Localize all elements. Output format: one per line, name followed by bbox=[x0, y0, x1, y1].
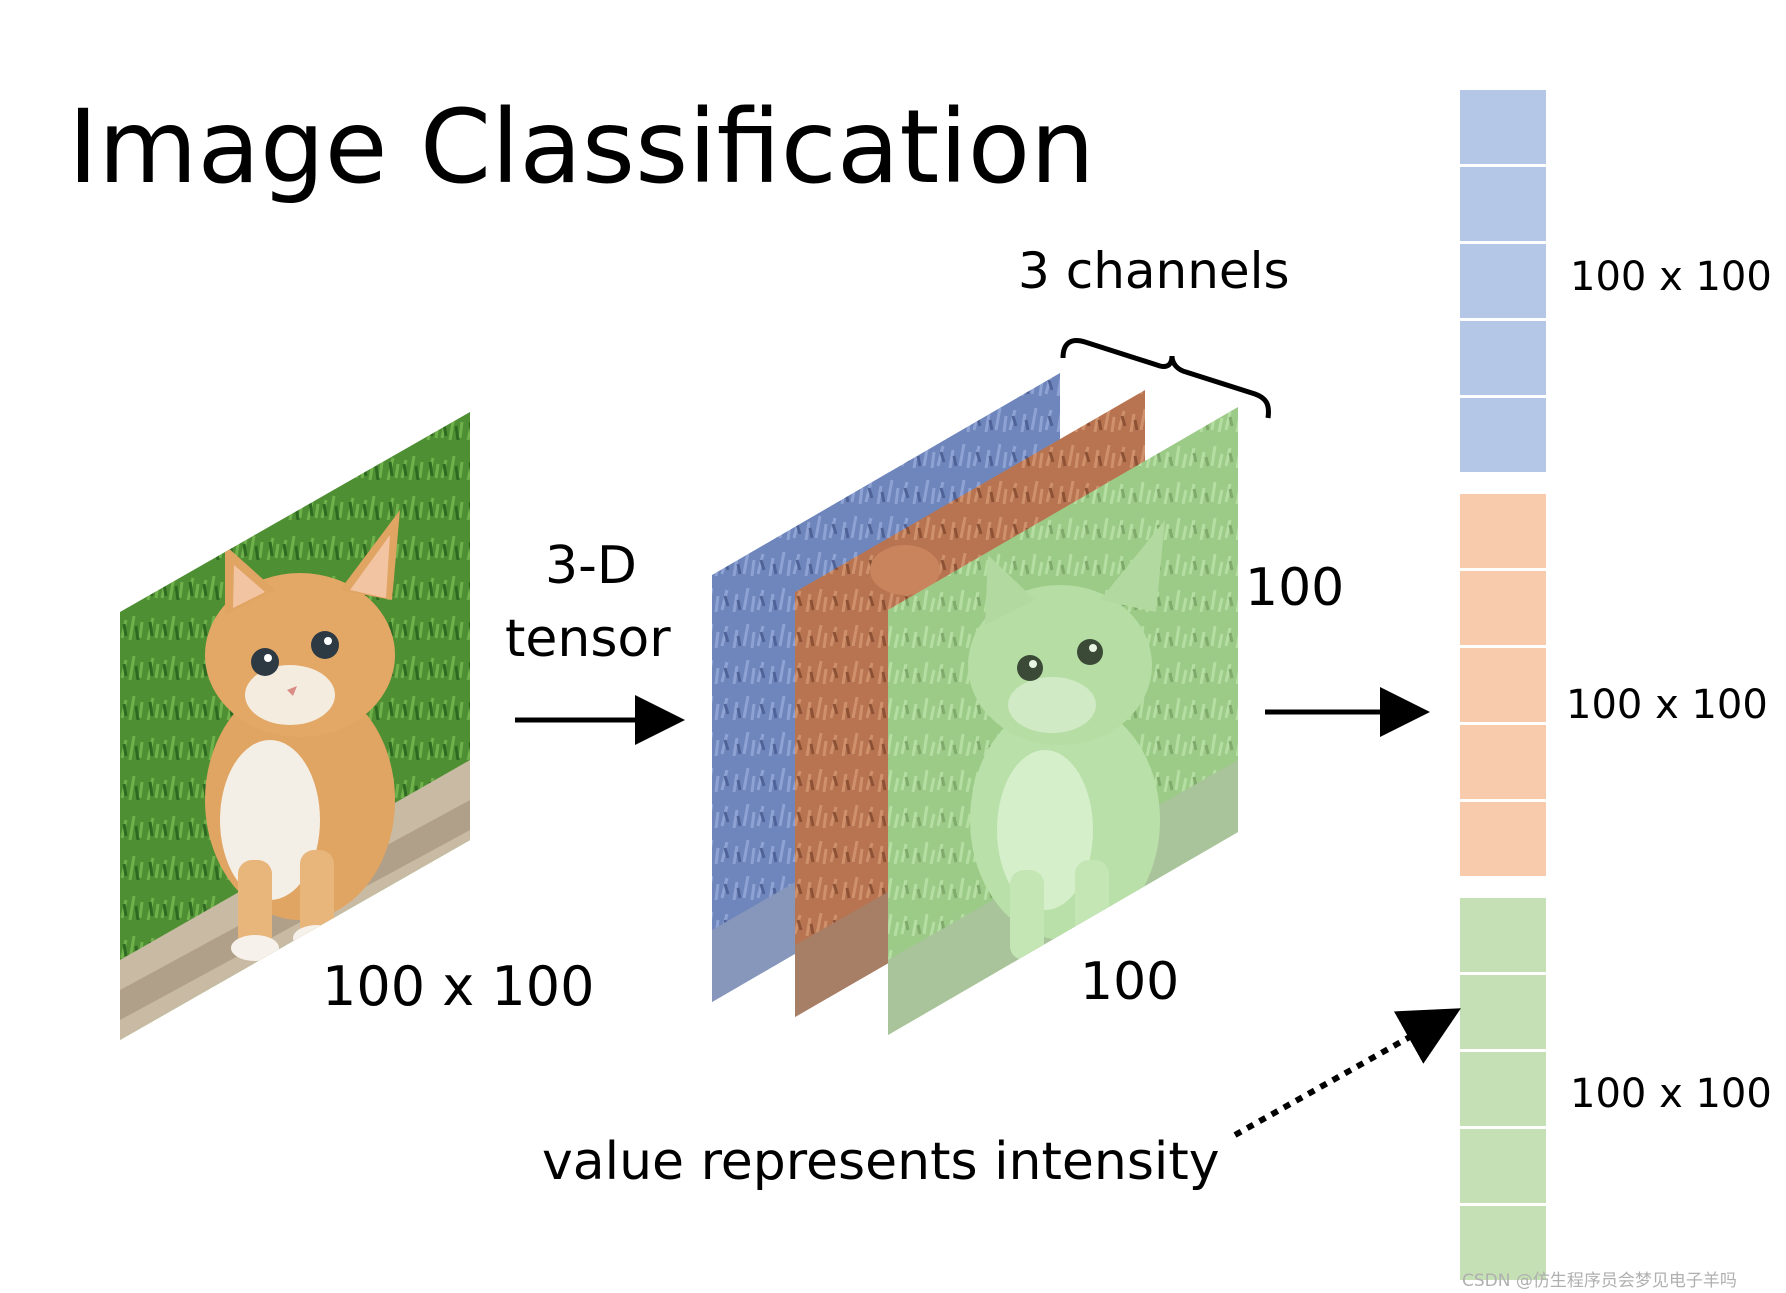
vector-cell-blue bbox=[1460, 398, 1546, 472]
intensity-arrow bbox=[1233, 1008, 1461, 1138]
vector-segment-label-orange: 100 x 100 bbox=[1566, 682, 1768, 728]
vector-cell-orange bbox=[1460, 494, 1546, 568]
vector-segment-label-blue: 100 x 100 bbox=[1570, 254, 1772, 300]
page-title: Image Classification bbox=[68, 88, 1095, 207]
input-image-size-label: 100 x 100 bbox=[322, 955, 595, 1018]
vector-segment-label-green: 100 x 100 bbox=[1570, 1071, 1772, 1117]
vector-cell-green bbox=[1460, 898, 1546, 972]
vector-cell-orange bbox=[1460, 571, 1546, 645]
vector-cell-blue bbox=[1460, 90, 1546, 164]
tensor-label-line2: tensor bbox=[505, 609, 671, 669]
intensity-annotation: value represents intensity bbox=[542, 1132, 1220, 1192]
channels-label: 3 channels bbox=[1018, 242, 1290, 300]
channel-width-label: 100 bbox=[1080, 952, 1180, 1012]
vector-cell-green bbox=[1460, 1129, 1546, 1203]
feature-vector bbox=[1460, 90, 1546, 1280]
vector-cell-green bbox=[1460, 1052, 1546, 1126]
channels-brace bbox=[1060, 338, 1271, 419]
vector-cell-orange bbox=[1460, 648, 1546, 722]
vector-cell-orange bbox=[1460, 802, 1546, 876]
vector-cell-green bbox=[1460, 1206, 1546, 1280]
vector-cell-blue bbox=[1460, 244, 1546, 318]
watermark: CSDN @仿生程序员会梦见电子羊吗 bbox=[1462, 1271, 1737, 1291]
input-image bbox=[120, 412, 470, 1040]
vector-cell-blue bbox=[1460, 167, 1546, 241]
channel-height-label: 100 bbox=[1245, 558, 1345, 618]
tensor-label-line1: 3-D bbox=[545, 536, 637, 596]
vector-cell-orange bbox=[1460, 725, 1546, 799]
vector-cell-green bbox=[1460, 975, 1546, 1049]
vector-cell-blue bbox=[1460, 321, 1546, 395]
